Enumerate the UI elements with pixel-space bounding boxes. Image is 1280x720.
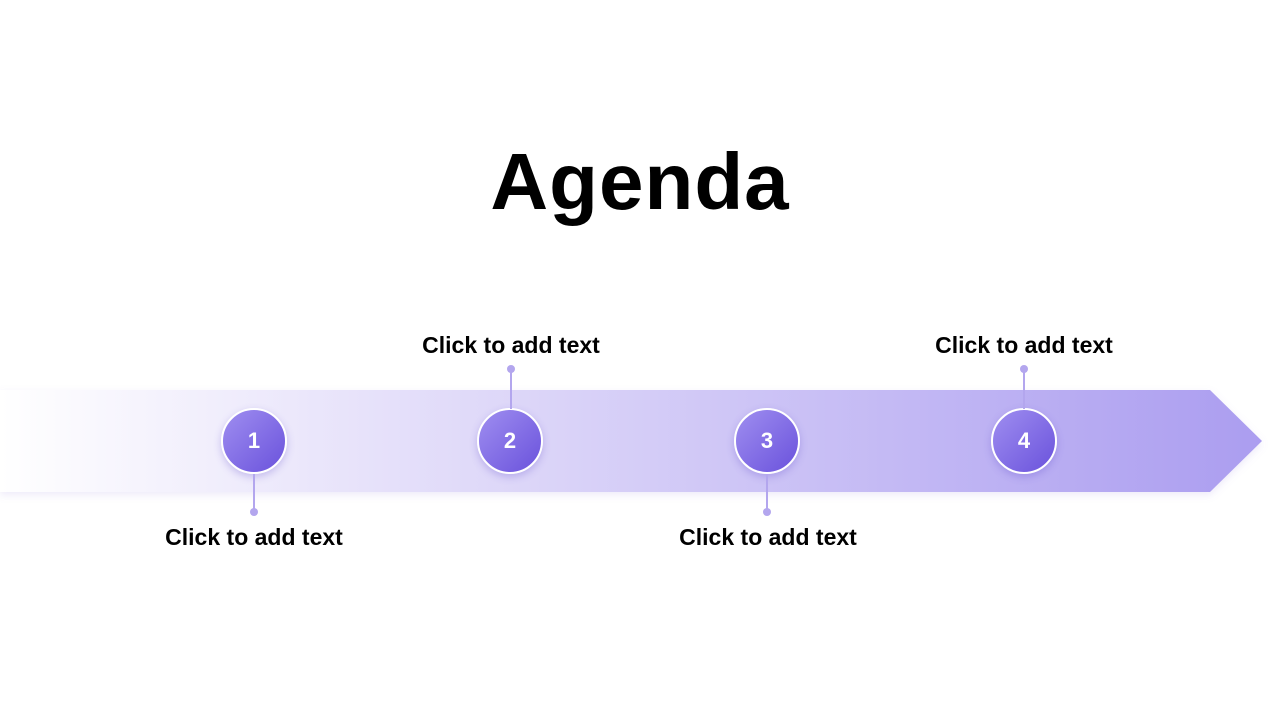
timeline-connector-1	[253, 474, 255, 510]
timeline-arrow	[0, 390, 1262, 492]
timeline-node-number: 1	[247, 428, 261, 453]
timeline-label-2[interactable]: Click to add text	[422, 332, 600, 358]
timeline-connector-dot-1	[250, 508, 258, 516]
timeline-connector-4	[1023, 369, 1025, 409]
timeline-node-number: 3	[760, 428, 774, 453]
timeline-label-3[interactable]: Click to add text	[679, 524, 857, 550]
timeline-connector-dot-3	[763, 508, 771, 516]
timeline-connector-3	[766, 474, 768, 510]
timeline-node-4: 4	[991, 408, 1057, 474]
timeline-node-number: 4	[1017, 428, 1031, 453]
timeline-node-number: 2	[503, 428, 517, 453]
timeline-node-3: 3	[734, 408, 800, 474]
timeline-label-1[interactable]: Click to add text	[165, 524, 343, 550]
timeline-arrow-body	[0, 390, 1262, 492]
timeline-connector-2	[510, 369, 512, 409]
timeline-node-2: 2	[477, 408, 543, 474]
slide-title[interactable]: Agenda	[490, 137, 790, 226]
timeline-label-4[interactable]: Click to add text	[935, 332, 1113, 358]
timeline-node-1: 1	[221, 408, 287, 474]
